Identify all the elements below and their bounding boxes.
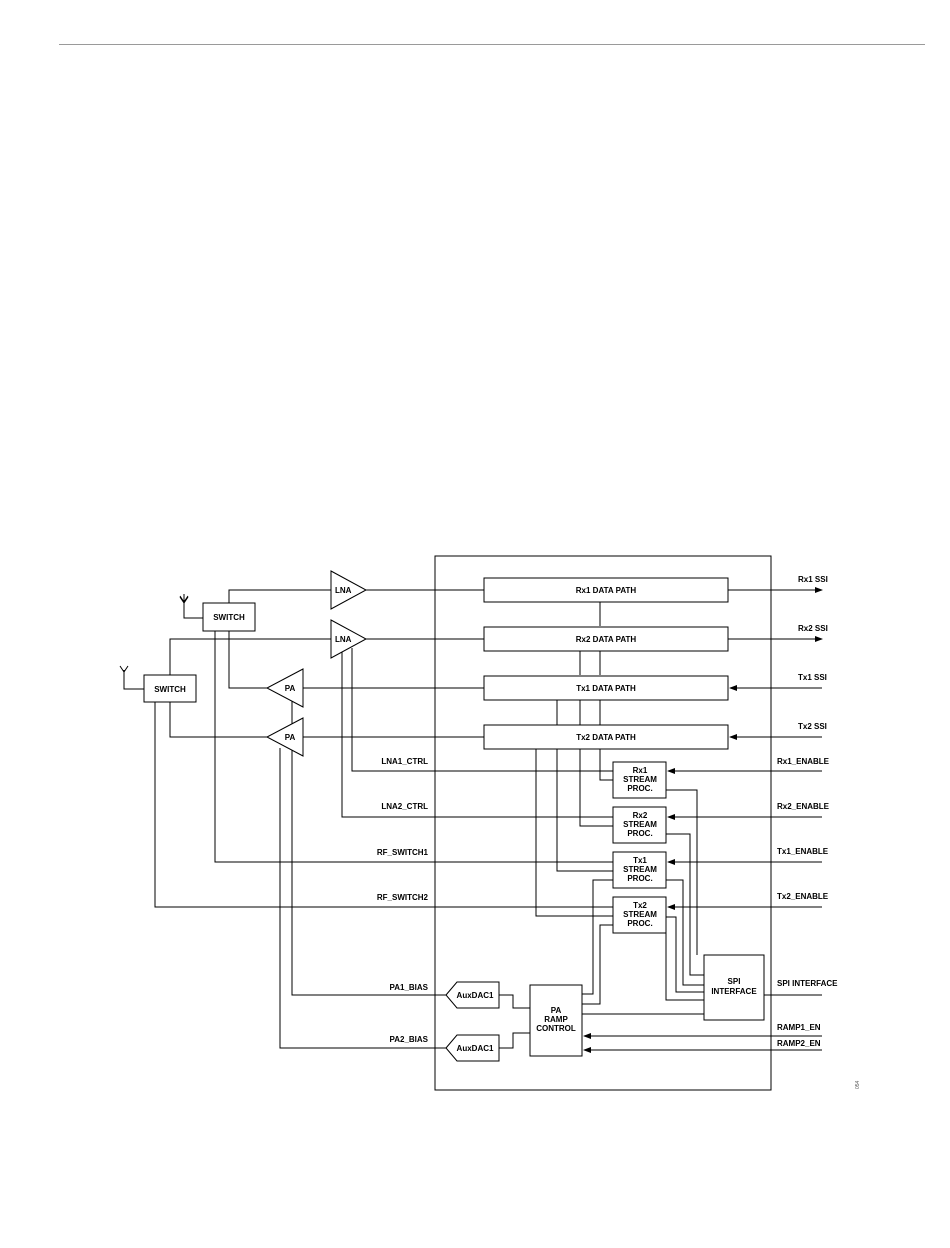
svg-text:PA: PA <box>551 1006 562 1015</box>
right-signal-labels: Rx1 SSI Rx2 SSI Tx1 SSI Tx2 SSI Rx1_ENAB… <box>777 575 838 1048</box>
lna1-ctrl-label: LNA1_CTRL <box>381 757 428 766</box>
header-rule <box>59 44 925 45</box>
lna2-ctrl-label: LNA2_CTRL <box>381 802 428 811</box>
svg-text:Rx2 DATA PATH: Rx2 DATA PATH <box>576 635 637 644</box>
auxdac-bottom-block: AuxDAC1 <box>445 1034 500 1062</box>
svg-text:LNA: LNA <box>335 586 352 595</box>
svg-text:LNA: LNA <box>335 635 352 644</box>
svg-text:AuxDAC1: AuxDAC1 <box>457 1044 494 1053</box>
pa2-amplifier: PA <box>265 717 304 757</box>
svg-text:CONTROL: CONTROL <box>536 1024 576 1033</box>
rx1-enable-label: Rx1_ENABLE <box>777 757 830 766</box>
ramp2-en-label: RAMP2_EN <box>777 1039 821 1048</box>
chip-boundary <box>434 555 772 1091</box>
pa2-bias-label: PA2_BIAS <box>389 1035 428 1044</box>
svg-text:PROC.: PROC. <box>627 874 652 883</box>
switch-top-block: SWITCH <box>202 602 256 632</box>
svg-text:SWITCH: SWITCH <box>154 685 186 694</box>
pa-ramp-control-block: PA RAMP CONTROL <box>529 984 583 1057</box>
svg-text:RAMP: RAMP <box>544 1015 568 1024</box>
tx1-enable-label: Tx1_ENABLE <box>777 847 829 856</box>
svg-text:STREAM: STREAM <box>623 865 657 874</box>
left-signal-labels: LNA1_CTRL LNA2_CTRL RF_SWITCH1 RF_SWITCH… <box>377 757 429 1044</box>
spi-interface-block: SPI INTERFACE <box>703 954 765 1021</box>
ramp1-en-label: RAMP1_EN <box>777 1023 821 1032</box>
rf-switch1-label: RF_SWITCH1 <box>377 848 429 857</box>
tx1-stream-proc-block: Tx1 STREAM PROC. <box>612 851 667 889</box>
svg-text:Rx1: Rx1 <box>633 766 648 775</box>
tx1-ssi-label: Tx1 SSI <box>798 673 827 682</box>
rx2-stream-proc-block: Rx2 STREAM PROC. <box>612 806 667 844</box>
antenna-left-icon <box>119 665 129 673</box>
tx2-stream-proc-block: Tx2 STREAM PROC. <box>612 896 667 934</box>
svg-text:PROC.: PROC. <box>627 829 652 838</box>
pa1-amplifier: PA <box>265 668 304 708</box>
figure-id: 054 <box>855 1080 861 1089</box>
wires <box>123 587 823 1053</box>
tx1-data-path-block: Tx1 DATA PATH <box>483 675 729 701</box>
svg-text:PA: PA <box>285 684 296 693</box>
switch-left-block: SWITCH <box>143 674 197 703</box>
svg-text:Tx1: Tx1 <box>633 856 647 865</box>
rx1-ssi-label: Rx1 SSI <box>798 575 828 584</box>
tx2-enable-label: Tx2_ENABLE <box>777 892 829 901</box>
rx2-ssi-label: Rx2 SSI <box>798 624 828 633</box>
svg-text:STREAM: STREAM <box>623 820 657 829</box>
svg-text:INTERFACE: INTERFACE <box>711 987 757 996</box>
tx2-data-path-block: Tx2 DATA PATH <box>483 724 729 750</box>
spi-interface-label: SPI INTERFACE <box>777 979 838 988</box>
rf-switch2-label: RF_SWITCH2 <box>377 893 429 902</box>
rx1-data-path-block: Rx1 DATA PATH <box>483 577 729 603</box>
svg-text:Tx2 DATA PATH: Tx2 DATA PATH <box>576 733 636 742</box>
svg-text:SWITCH: SWITCH <box>213 613 245 622</box>
svg-text:STREAM: STREAM <box>623 775 657 784</box>
lna2-amplifier: LNA <box>330 619 368 659</box>
auxdac-top-block: AuxDAC1 <box>445 981 500 1009</box>
svg-text:Tx2: Tx2 <box>633 901 647 910</box>
svg-text:STREAM: STREAM <box>623 910 657 919</box>
rx1-stream-proc-block: Rx1 STREAM PROC. <box>612 761 667 799</box>
lna1-amplifier: LNA <box>330 570 368 610</box>
svg-text:Rx1 DATA PATH: Rx1 DATA PATH <box>576 586 637 595</box>
antenna-top-icon <box>179 594 189 604</box>
pa1-bias-label: PA1_BIAS <box>389 983 428 992</box>
svg-text:SPI: SPI <box>728 977 741 986</box>
svg-text:AuxDAC1: AuxDAC1 <box>457 991 494 1000</box>
svg-text:Tx1 DATA PATH: Tx1 DATA PATH <box>576 684 636 693</box>
svg-text:PA: PA <box>285 733 296 742</box>
rx2-data-path-block: Rx2 DATA PATH <box>483 626 729 652</box>
svg-text:PROC.: PROC. <box>627 784 652 793</box>
tx2-ssi-label: Tx2 SSI <box>798 722 827 731</box>
svg-text:Rx2: Rx2 <box>633 811 648 820</box>
svg-text:PROC.: PROC. <box>627 919 652 928</box>
rx2-enable-label: Rx2_ENABLE <box>777 802 830 811</box>
